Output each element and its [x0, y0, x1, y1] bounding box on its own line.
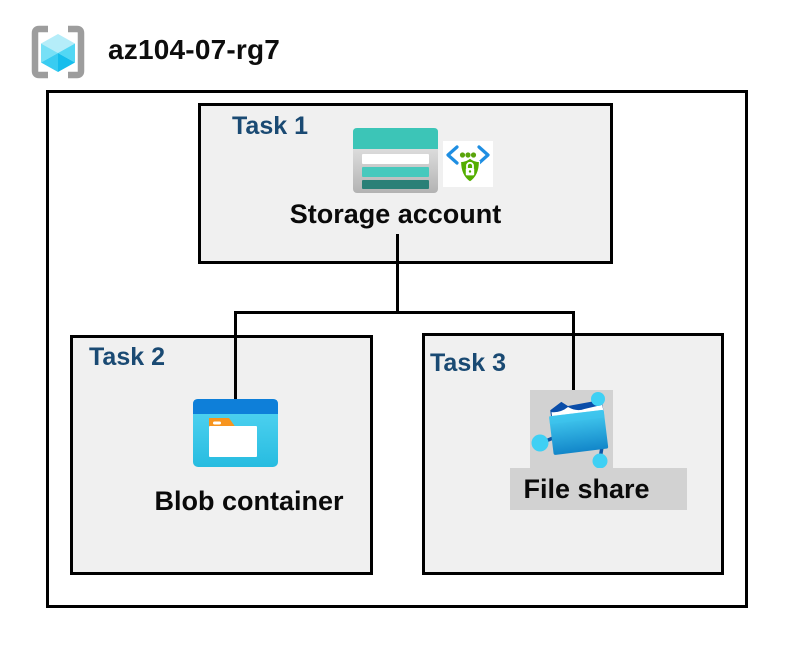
task1-label: Task 1 — [232, 112, 308, 140]
storage-account-icon — [353, 128, 438, 193]
resource-group-title: az104-07-rg7 — [108, 34, 281, 65]
task3-label: Task 3 — [430, 349, 506, 377]
storage-account-caption: Storage account — [289, 199, 502, 229]
task2-label: Task 2 — [89, 343, 165, 371]
secure-access-icon — [443, 141, 493, 187]
connector-to-fileshare — [572, 311, 575, 391]
resource-group-icon — [31, 25, 85, 79]
blob-container-caption: Blob container — [154, 486, 344, 516]
connector-storage-stem — [396, 234, 399, 313]
connector-branch — [234, 311, 575, 314]
connector-to-blob — [234, 311, 237, 399]
file-share-icon — [531, 392, 609, 469]
file-share-caption: File share — [510, 468, 687, 510]
blob-container-icon — [193, 399, 278, 467]
